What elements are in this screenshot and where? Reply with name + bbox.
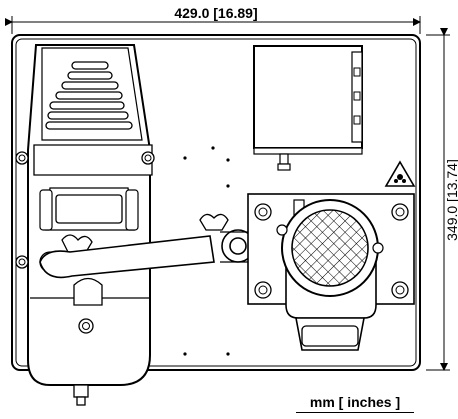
plate-holes	[183, 146, 230, 356]
width-dimension: 429.0 [16.89]	[5, 5, 421, 34]
pump-housing	[15, 44, 155, 406]
mesh-filter-icon	[291, 209, 369, 287]
units-legend: mm [ inches ]	[292, 394, 418, 413]
units-underline	[296, 412, 414, 413]
control-box	[253, 45, 363, 171]
height-dimension: 349.0 [13.74]	[426, 28, 458, 371]
height-dimension-label: 349.0 [13.74]	[444, 159, 458, 241]
units-label: mm [ inches ]	[309, 394, 401, 410]
vent-grille	[45, 61, 133, 130]
width-dimension-label: 429.0 [16.89]	[174, 5, 257, 21]
warning-biohazard-icon	[384, 160, 416, 187]
filter-assembly	[276, 199, 384, 351]
